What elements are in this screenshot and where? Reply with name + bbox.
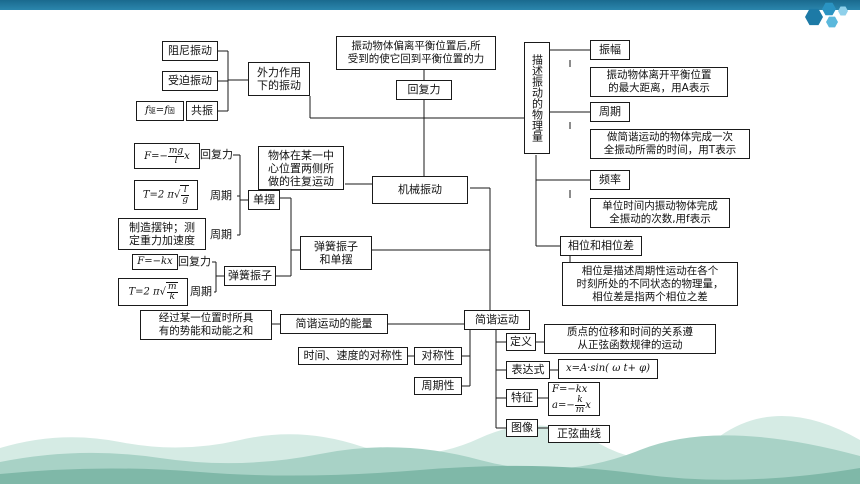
pendulum-use-label: 周期 [210,228,232,241]
hexagon-logo-icon [838,6,848,16]
spring-force-formula: F=−kx [132,254,178,270]
shm-graph-node: 图像 [506,419,538,437]
spring-force-label: 回复力 [178,255,211,268]
pendulum-force-label: 回复力 [200,148,233,161]
quantities-node: 描述振动的物理量 [524,42,550,154]
restoring-force-description: 振动物体偏离平衡位置后,所 受到的使它回到平衡位置的力 [336,36,496,70]
period-node: 周期 [590,102,630,122]
damped-vibration-node: 阻尼振动 [162,41,218,61]
symmetry-description: 时间、速度的对称性 [298,347,408,365]
shm-node: 简谐运动 [464,310,530,330]
pendulum-use-box: 制造摆钟；测 定重力加速度 [118,218,206,250]
center-node: 机械振动 [372,176,468,204]
spring-oscillator-node: 弹簧振子 [224,266,276,286]
shm-definition-node: 定义 [506,333,536,351]
spring-and-pendulum-node: 弹簧振子 和单摆 [300,236,372,270]
restoring-force-node: 回复力 [396,80,452,100]
hexagon-logo-icon [805,8,823,26]
period-description: 做简谐运动的物体完成一次 全振动所需的时间，用T表示 [590,129,750,159]
frequency-node: 频率 [590,170,630,190]
shm-graph-description: 正弦曲线 [548,425,610,443]
amplitude-node: 振幅 [590,40,630,60]
forced-vibration-node: 受迫振动 [162,71,218,91]
shm-definition-description: 质点的位移和时间的关系遵 从正弦函数规律的运动 [544,324,716,354]
energy-description: 经过某一位置时所具 有的势能和动能之和 [140,310,272,340]
shm-expression-node: 表达式 [506,361,550,379]
top-bar [0,0,860,10]
definition-box: 物体在某一中 心位置两侧所 做的往复运动 [258,146,344,190]
pendulum-period-label: 周期 [210,189,232,202]
energy-node: 简谐运动的能量 [280,314,388,334]
phase-node: 相位和相位差 [560,236,642,256]
hexagon-logo-icon [822,2,836,16]
amplitude-description: 振动物体离开平衡位置 的最大距离，用A表示 [590,67,728,97]
external-force-node: 外力作用 下的振动 [248,62,310,96]
symmetry-node: 对称性 [414,347,462,365]
shm-expression-formula: x=A·sin( ω t+ φ) [558,359,658,379]
phase-description: 相位是描述周期性运动在各个 时刻所处的不同状态的物理量， 相位差是指两个相位之差 [562,262,738,306]
frequency-description: 单位时间内振动物体完成 全振动的次数,用f表示 [590,198,730,228]
shm-feature-node: 特征 [506,389,538,407]
hexagon-logo-icon [826,16,838,28]
spring-period-label: 周期 [190,285,212,298]
resonance-node: 共振 [186,101,218,121]
periodicity-node: 周期性 [414,377,462,395]
simple-pendulum-node: 单摆 [248,190,280,210]
